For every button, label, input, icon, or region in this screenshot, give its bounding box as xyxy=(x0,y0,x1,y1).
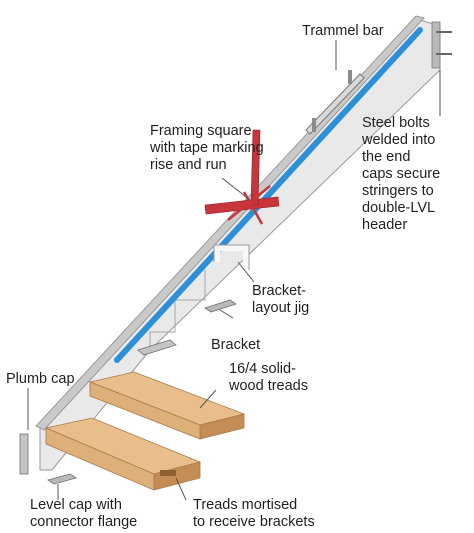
top-end-cap-plate xyxy=(431,21,441,69)
trammel-bar-body xyxy=(305,73,365,135)
leader-bracket xyxy=(219,309,234,319)
label-plumb-cap: Plumb cap xyxy=(6,371,75,387)
tape-mark-rise xyxy=(227,185,271,221)
label-bracket: Bracket xyxy=(211,337,261,353)
jig-outline xyxy=(213,244,250,270)
top-end-cap xyxy=(431,21,452,69)
trammel-point-lower xyxy=(312,118,316,132)
label-framing-square: Framing square with tape marking rise an… xyxy=(150,123,264,173)
tread-lower xyxy=(44,417,202,491)
bracket-on-stringer xyxy=(204,299,237,313)
leader-framing-square xyxy=(221,177,251,201)
leader-mortised xyxy=(175,477,187,501)
jig-body xyxy=(214,245,249,270)
label-level-cap: Level cap with connector flange xyxy=(30,497,138,530)
stringer-top-edge xyxy=(35,15,425,431)
bracket-lower xyxy=(137,339,177,356)
label-mortised: Treads mortised to receive brackets xyxy=(193,497,315,530)
leader-treads xyxy=(199,389,217,409)
tread-upper xyxy=(88,371,246,440)
label-steel-bolts: Steel bolts welded into the end caps sec… xyxy=(362,115,441,233)
stringer-bracket-marks xyxy=(149,270,206,350)
framing-square-tongue xyxy=(250,129,261,206)
label-bracket-jig: Bracket- layout jig xyxy=(252,283,310,316)
label-trammel-bar: Trammel bar xyxy=(302,23,384,39)
blue-tape-line xyxy=(114,27,423,363)
tread-mortise xyxy=(160,470,176,476)
trammel-point-upper xyxy=(348,70,352,84)
leader-bracket-jig xyxy=(237,261,255,283)
tread-lower-side xyxy=(45,427,155,491)
tread-upper-side xyxy=(89,381,201,440)
level-cap xyxy=(47,473,77,485)
trammel-bar xyxy=(305,70,365,135)
leader-lines xyxy=(27,40,441,501)
plumb-cap xyxy=(19,433,29,475)
stringer xyxy=(35,15,441,471)
label-treads: 16/4 solid- wood treads xyxy=(229,361,308,394)
framing-square xyxy=(204,129,280,225)
bracket-layout-jig xyxy=(213,244,250,270)
